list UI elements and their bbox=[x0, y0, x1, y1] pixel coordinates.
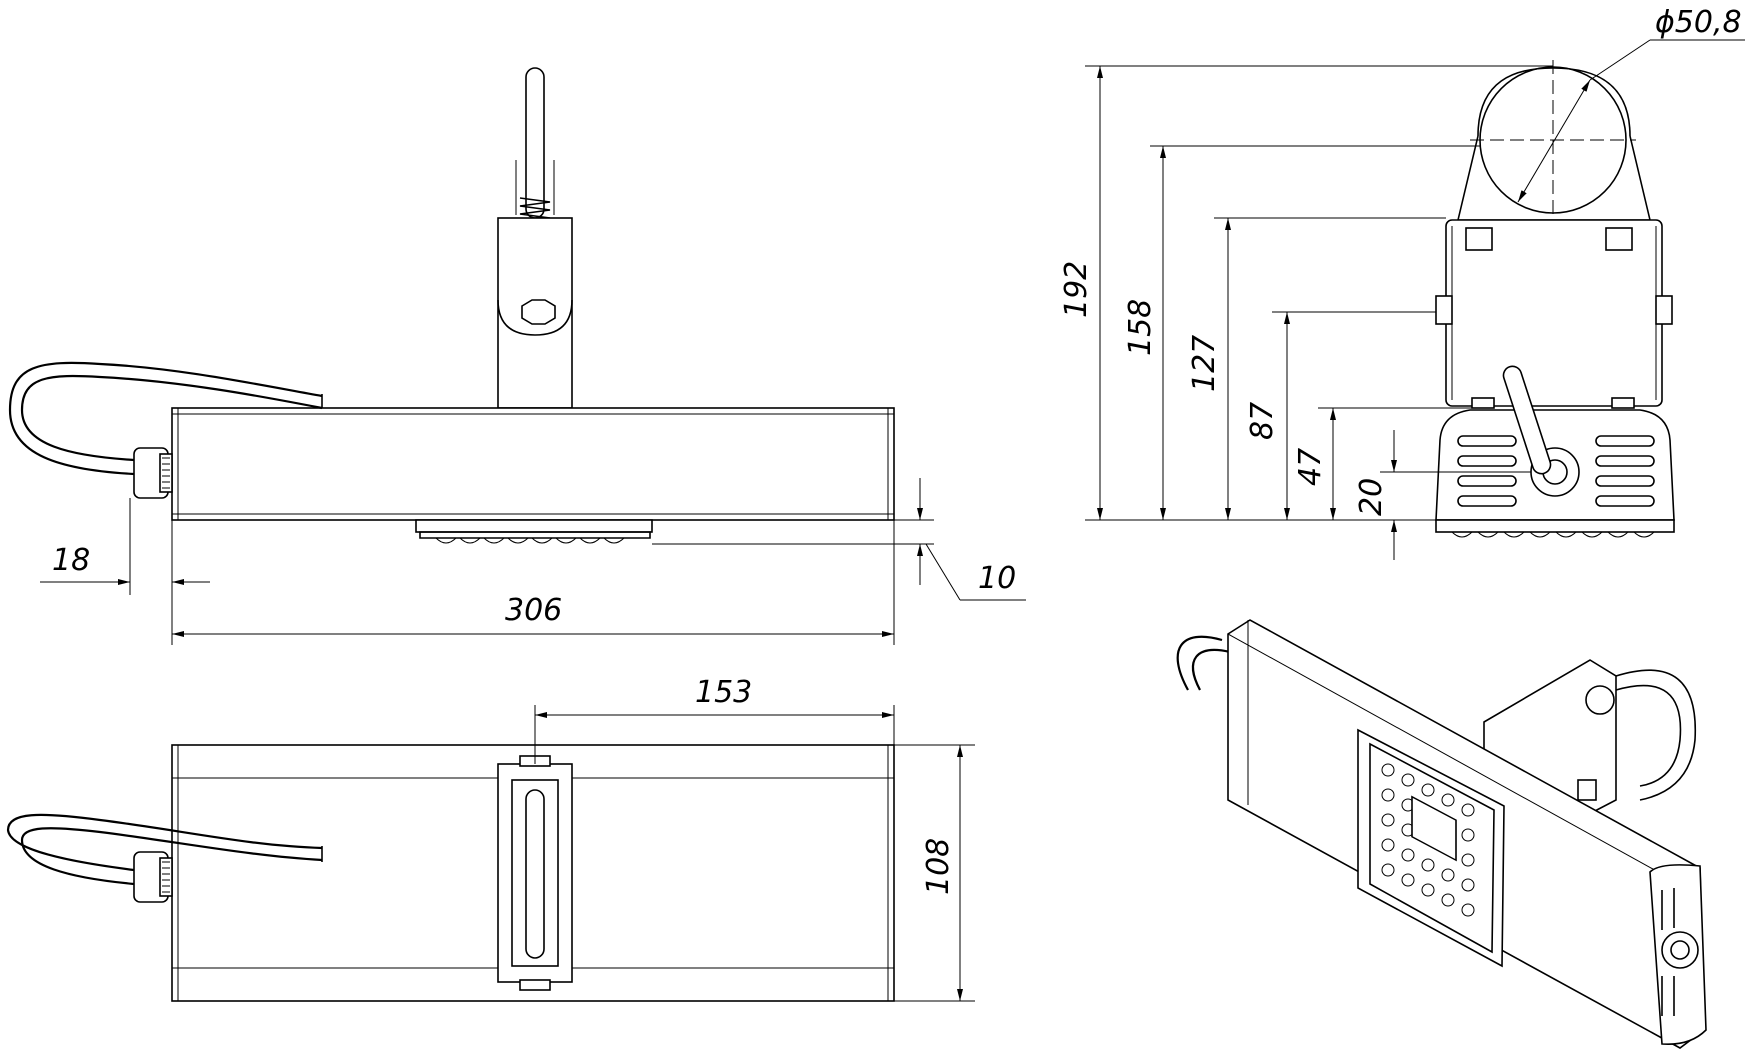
dim-height-to-lamp-label: 20 bbox=[1354, 478, 1389, 516]
dim-height-to-pivot-label: 47 bbox=[1293, 448, 1328, 486]
dim-height-to-bracket: 127 bbox=[1187, 217, 1446, 520]
dim-total-height-label: 192 bbox=[1059, 261, 1094, 318]
dim-height-to-side-bolts: 87 bbox=[1245, 311, 1436, 520]
dim-height-to-side-bolts-label: 87 bbox=[1245, 402, 1280, 440]
dim-height-to-clamp-label: 158 bbox=[1123, 299, 1158, 356]
dim-width: 108 bbox=[894, 744, 975, 1002]
dim-overhang-label: 18 bbox=[52, 543, 90, 578]
dim-total-length-label: 306 bbox=[505, 593, 562, 628]
isometric-view bbox=[1176, 619, 1707, 1049]
dim-total-height: 192 bbox=[1059, 65, 1553, 521]
dim-half-length-label: 153 bbox=[695, 675, 752, 710]
dim-total-length: 306 bbox=[171, 520, 895, 645]
top-view bbox=[6, 744, 895, 1002]
dim-height-to-clamp: 158 bbox=[1123, 145, 1480, 520]
dim-lens-height-label: 10 bbox=[978, 561, 1016, 596]
side-view bbox=[8, 67, 895, 544]
dim-width-label: 108 bbox=[921, 838, 956, 895]
dim-half-length: 153 bbox=[534, 675, 895, 764]
dim-height-to-lamp: 20 bbox=[1354, 430, 1531, 560]
dim-height-to-bracket-label: 127 bbox=[1187, 335, 1222, 392]
dim-lens-height: 10 bbox=[652, 478, 1026, 601]
dim-height-to-pivot: 47 bbox=[1293, 407, 1472, 520]
front-view bbox=[1435, 60, 1675, 538]
dim-pipe-diameter: ϕ50,8 bbox=[1517, 5, 1745, 203]
dim-pipe-diameter-label: ϕ50,8 bbox=[1655, 5, 1742, 40]
